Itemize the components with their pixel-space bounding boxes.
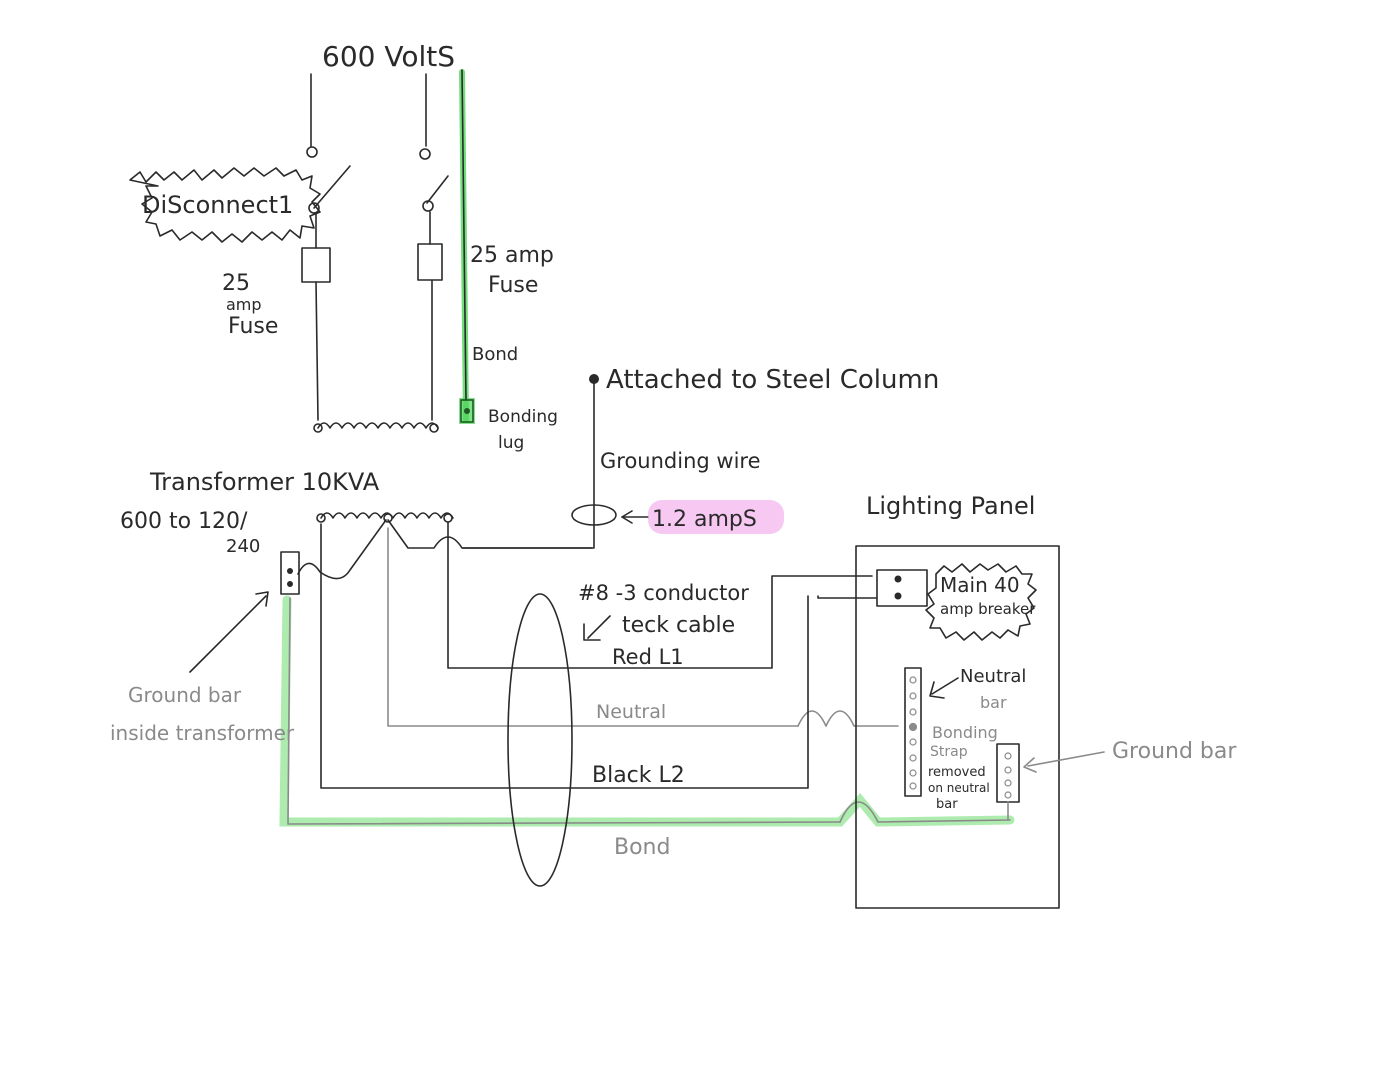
fuse-right-label-1: 25 amp xyxy=(470,243,554,268)
transformer-ground-bar-label-2: inside transformer xyxy=(110,721,295,745)
neutral-bar xyxy=(904,667,922,797)
cable-label-2: teck cable xyxy=(622,613,735,638)
lighting-panel-box xyxy=(855,545,1060,909)
main-breaker-label-2: amp breaker xyxy=(940,600,1036,618)
lighting-panel-label: Lighting Panel xyxy=(866,492,1035,520)
amps-label: 1.2 ampS xyxy=(652,507,757,532)
transformer-ratio-label-2: 240 xyxy=(226,536,260,557)
bonding-strap-label-1: Bonding xyxy=(932,723,998,742)
ground-bar-label: Ground bar xyxy=(1112,739,1237,764)
bond-top-label: Bond xyxy=(472,344,518,365)
transformer-ground-bar-label-1: Ground bar xyxy=(128,683,242,707)
cable-label-1: #8 -3 conductor xyxy=(578,581,749,605)
wire-black-l2 xyxy=(320,523,809,789)
wire-neutral xyxy=(387,527,799,727)
main-breaker-label-1: Main 40 xyxy=(940,573,1020,597)
neutral-bar-label-1: Neutral xyxy=(960,666,1026,687)
grounding-wire-label: Grounding wire xyxy=(600,449,761,473)
wire-bond xyxy=(287,597,841,825)
transformer-ratio-label-1: 600 to 120/ xyxy=(120,509,248,534)
wire-red-l1 xyxy=(447,521,873,669)
bonding-strap-label-4: on neutral xyxy=(928,781,990,795)
bonding-strap-label-2: Strap xyxy=(930,744,968,760)
neutral-bar-label-2: bar xyxy=(980,693,1007,712)
bonding-lug-label-2: lug xyxy=(498,433,524,453)
cable-bundle-ellipse xyxy=(507,593,573,887)
disconnect-label: DiSconnect1 xyxy=(142,191,293,219)
fuse-left-label-1: 25 xyxy=(222,271,250,296)
fuse-left xyxy=(301,247,331,283)
bonding-lug-label-1: Bonding xyxy=(488,407,558,427)
steel-column-label: Attached to Steel Column xyxy=(606,365,939,395)
bonding-strap-label-5: bar xyxy=(936,797,958,812)
steel-column-terminal xyxy=(589,374,599,384)
clamp-meter-ellipse xyxy=(571,504,617,526)
transformer-label: Transformer 10KVA xyxy=(149,468,380,496)
neutral-wire-label: Neutral xyxy=(596,701,666,723)
bonding-strap-label-3: removed xyxy=(928,765,986,780)
fuse-left-label-3: Fuse xyxy=(228,314,278,339)
supply-section xyxy=(301,69,474,433)
transformer-secondary xyxy=(280,512,594,595)
black-l2-label: Black L2 xyxy=(592,763,685,788)
disconnect-cloud xyxy=(129,167,321,243)
main-breaker-cloud xyxy=(925,563,1037,641)
red-l1-label: Red L1 xyxy=(612,645,684,669)
fuse-left-label-2: amp xyxy=(226,295,262,314)
fuse-right xyxy=(417,243,443,281)
fuse-right-label-2: Fuse xyxy=(488,273,538,298)
main-breaker-terminals xyxy=(876,569,928,607)
amps-highlight xyxy=(648,500,784,534)
bond-bottom-label: Bond xyxy=(614,835,670,860)
primary-winding xyxy=(317,422,439,429)
wire-l2-top xyxy=(817,595,877,599)
voltage-label: 600 VoltS xyxy=(322,40,455,73)
